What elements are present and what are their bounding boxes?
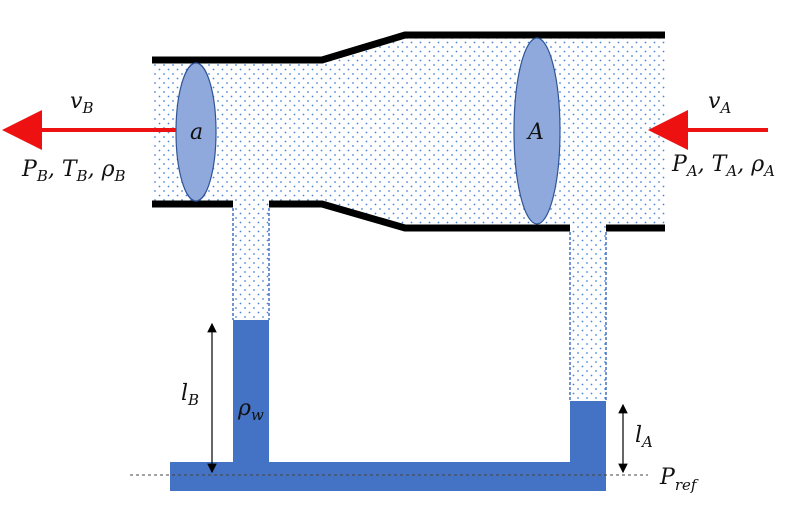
cross-section-disc-large <box>513 37 561 225</box>
area-large-label: A <box>526 120 544 145</box>
water-density-label: ρw <box>237 396 264 424</box>
reference-pressure-label: Pref <box>659 465 699 494</box>
right-tube-air <box>570 228 606 401</box>
height-b-label: lB <box>181 381 199 409</box>
lower-wall-middle <box>269 200 570 232</box>
manometer-water <box>170 320 606 491</box>
velocity-a-label: vA <box>708 89 731 117</box>
manometer-tube-walls <box>232 208 607 401</box>
state-b-label: PB, TB, ρB <box>21 157 126 185</box>
height-a-label: lA <box>635 423 653 451</box>
pipe-fluid <box>152 35 665 228</box>
pipe-walls <box>152 31 665 232</box>
left-tube-air <box>233 204 269 320</box>
state-a-label: PA, TA, ρA <box>671 152 775 180</box>
velocity-b-label: vB <box>70 89 93 117</box>
area-small-label: a <box>190 120 203 145</box>
upper-wall <box>152 31 665 64</box>
